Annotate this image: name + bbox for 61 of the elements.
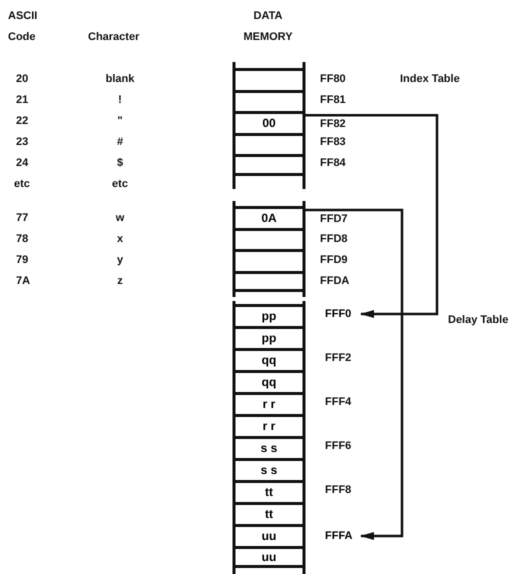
text-label: FFDA [320,274,350,288]
text-label: 20 [16,72,28,86]
cell-value: uu [262,530,276,543]
cell-value: tt [265,486,273,499]
text-label: FFD8 [320,232,348,246]
text-label: w [116,211,124,225]
text-label: Code [8,30,36,44]
arrow [305,114,438,318]
text-label: etc [112,177,128,191]
memory-cell [233,154,305,176]
text-label: FFF6 [325,439,352,453]
text-label: MEMORY [243,30,293,44]
text-label: # [116,135,124,149]
text-label: 7A [16,274,30,288]
text-label: Index Table [400,72,460,86]
text-label: 79 [16,253,28,267]
cell-value: r r [262,398,276,411]
text-label: DATA [254,9,282,23]
text-label: FFF4 [325,395,352,409]
text-label: " [117,114,123,128]
text-label: FF82 [320,117,346,131]
text-label: FF80 [320,72,346,86]
memory-cell [233,546,305,568]
text-label: Character [88,30,140,44]
address-label: FFF0 [325,307,357,321]
text-label: 24 [16,156,28,170]
cell-value: s s [260,464,278,477]
text-label: 77 [16,211,28,225]
text-label: x [116,232,124,246]
text-label: 22 [16,114,28,128]
text-label: FFF2 [325,351,352,365]
cell-value: 0A [261,212,277,225]
address-label: FFFA [325,529,357,543]
text-label: FFD9 [320,253,348,267]
text-label: $ [116,156,124,170]
memory-cell [233,270,305,292]
text-label: etc [14,177,30,191]
text-label: Delay Table [448,313,508,327]
cell-value: r r [262,420,276,433]
cell-value: qq [262,376,276,389]
text-label: FF81 [320,93,346,107]
text-label: FF84 [320,156,346,170]
text-label: FFD7 [320,212,348,226]
text-label: ! [118,93,122,107]
text-label: 21 [16,93,28,107]
text-label: y [116,253,124,267]
cell-value: qq [262,354,276,367]
text-label: FF83 [320,135,346,149]
cell-value: pp [262,310,276,323]
text-label: FFF8 [325,483,352,497]
arrow [305,208,404,540]
cell-value: tt [265,508,273,521]
cell-value: pp [262,332,276,345]
text-label: blank [106,72,134,86]
text-label: ASCII [8,9,38,23]
text-label: z [117,274,123,288]
cell-value: 00 [262,116,276,130]
cell-value: s s [260,442,278,455]
cell-value: uu [262,550,276,564]
text-label: 78 [16,232,28,246]
text-label: 23 [16,135,28,149]
